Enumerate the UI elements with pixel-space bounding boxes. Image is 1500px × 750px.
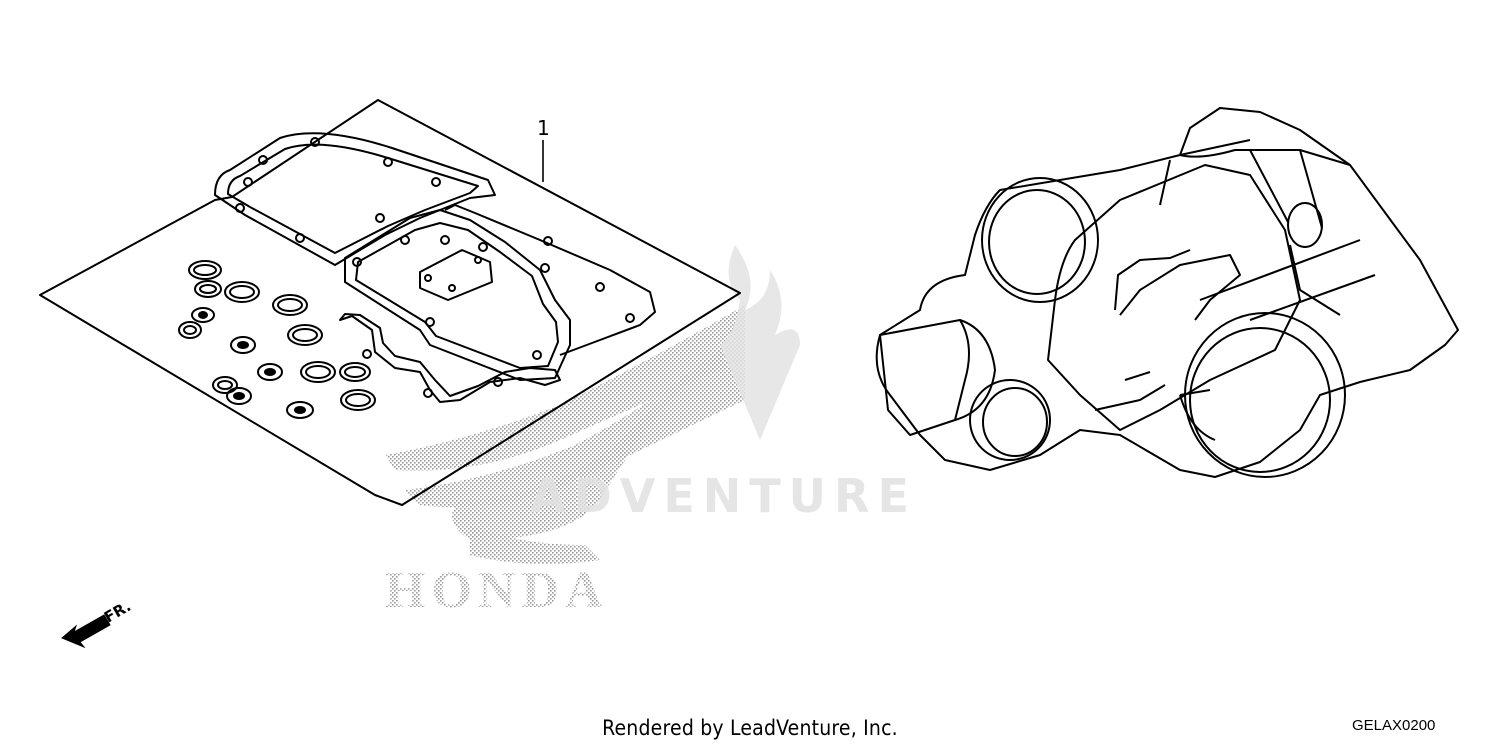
honda-brand-watermark: HONDA (385, 562, 609, 619)
callout-number: 1 (537, 116, 550, 140)
footer-credit: Rendered by LeadVenture, Inc. (602, 716, 898, 740)
crankcase-gasket (344, 204, 656, 381)
cover-gasket-upper (214, 132, 496, 266)
front-arrow-icon (61, 614, 111, 649)
o-ring-set (178, 260, 376, 419)
honda-wing-watermark (385, 305, 745, 564)
gasket-kit-bag-outline (39, 99, 741, 506)
inspection-cover-gasket (419, 249, 493, 301)
engine-crankcase-reference (875, 107, 1459, 478)
adventure-watermark-text: ADVENTURE (530, 469, 917, 523)
diagram-code: GELAX0200 (1352, 717, 1436, 734)
front-direction-indicator: FR. (61, 597, 134, 649)
gasket-kit-assembly (39, 99, 741, 506)
lower-case-gasket (339, 313, 561, 403)
